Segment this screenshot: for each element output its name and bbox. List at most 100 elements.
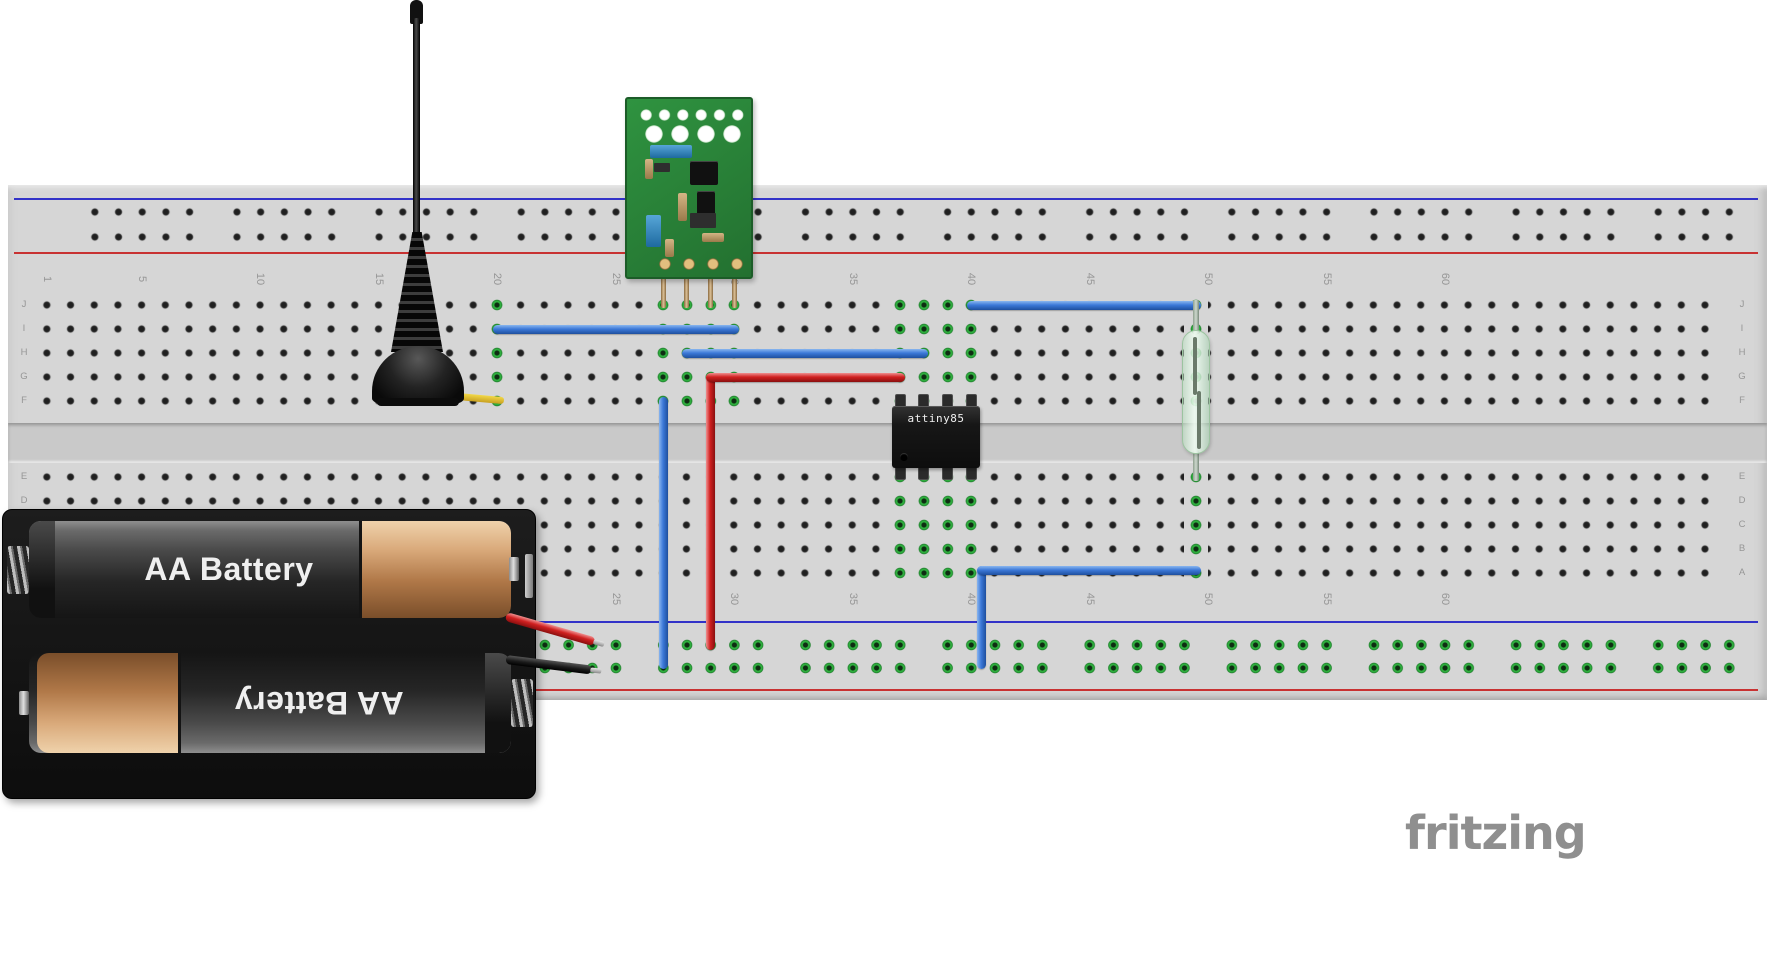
row-letter: A bbox=[1738, 567, 1746, 578]
row-letter: F bbox=[21, 395, 27, 406]
row-letter: D bbox=[20, 495, 28, 506]
row-letter: G bbox=[20, 371, 28, 382]
top-rail-holes-row2 bbox=[83, 231, 1743, 243]
top-rail-blue-line bbox=[14, 198, 1758, 200]
row-letter: I bbox=[1740, 323, 1744, 334]
top-rail-red-line bbox=[14, 252, 1758, 254]
connected-holes-column bbox=[651, 293, 676, 413]
rf-ic bbox=[690, 161, 718, 185]
column-number: 50 bbox=[1202, 272, 1215, 286]
battery-label: AA Battery bbox=[234, 685, 404, 722]
column-number: 20 bbox=[491, 272, 504, 286]
jumper-wire-blue-row-i bbox=[492, 324, 739, 334]
column-number: 30 bbox=[728, 592, 741, 606]
column-number: 15 bbox=[372, 272, 385, 286]
battery-label: AA Battery bbox=[144, 551, 314, 587]
column-number: 1 bbox=[41, 275, 53, 283]
reed-contact-top bbox=[1193, 337, 1197, 395]
column-number: 50 bbox=[1202, 592, 1215, 606]
reed-contact-bottom bbox=[1197, 391, 1201, 449]
row-letter: G bbox=[1738, 371, 1746, 382]
connected-holes-column bbox=[888, 465, 913, 585]
pcb-holes-small bbox=[637, 107, 747, 123]
row-letter: H bbox=[20, 347, 28, 358]
smd-component-1 bbox=[654, 163, 670, 172]
column-number: 25 bbox=[609, 272, 622, 286]
battery-cap-negative bbox=[485, 653, 511, 753]
pcb-solder-pads bbox=[653, 257, 749, 271]
column-number: 35 bbox=[846, 272, 859, 286]
column-number: 25 bbox=[609, 592, 622, 606]
connected-holes-column bbox=[1184, 465, 1208, 585]
column-number: 10 bbox=[254, 272, 267, 286]
battery-aa-bottom: AA Battery bbox=[29, 653, 511, 753]
battery-positive-nub-top bbox=[509, 557, 519, 581]
pcb-holes-large bbox=[641, 124, 745, 144]
center-channel bbox=[8, 423, 1767, 463]
fritzing-watermark: fritzing bbox=[1405, 806, 1587, 860]
row-letter: C bbox=[1738, 519, 1746, 530]
battery-aa-top: AA Battery bbox=[29, 521, 511, 618]
connected-holes-column bbox=[935, 465, 960, 585]
resistor-1 bbox=[645, 159, 653, 179]
column-number: 45 bbox=[1083, 272, 1096, 286]
connected-holes-column bbox=[959, 293, 984, 413]
reed-switch-lead-top bbox=[1193, 300, 1199, 334]
jumper-wire-blue-row-j bbox=[966, 300, 1201, 310]
column-number: 60 bbox=[1439, 592, 1452, 606]
connected-holes-column bbox=[485, 293, 510, 413]
bottom-rail-red-line bbox=[14, 689, 1758, 691]
column-number: 60 bbox=[1439, 272, 1452, 286]
battery-spring-left bbox=[7, 546, 29, 594]
rf-module-pin-2 bbox=[684, 266, 690, 308]
row-letter: D bbox=[1738, 495, 1746, 506]
chip-pin1-marker bbox=[900, 453, 908, 461]
row-letter: I bbox=[22, 323, 26, 334]
resistor-2 bbox=[678, 193, 687, 221]
antenna-rod bbox=[413, 18, 420, 236]
row-letter: J bbox=[21, 299, 27, 310]
row-letter: J bbox=[1739, 299, 1745, 310]
battery-positive-nub-bottom bbox=[19, 691, 29, 715]
column-number: 55 bbox=[1320, 272, 1333, 286]
connected-holes-column bbox=[935, 293, 960, 413]
jumper-wire-red-row-g bbox=[706, 372, 906, 382]
column-number: 35 bbox=[846, 592, 859, 606]
resistor-3 bbox=[665, 239, 674, 257]
reed-switch-lead-bottom bbox=[1193, 450, 1199, 481]
resistor-4 bbox=[702, 233, 724, 242]
chip-label: attiny85 bbox=[907, 412, 965, 425]
rf-transmitter-module bbox=[625, 97, 753, 279]
rf-module-pin-4 bbox=[731, 266, 737, 308]
top-rail-holes-row1 bbox=[83, 206, 1743, 218]
battery-holder: AA Battery AA Battery bbox=[2, 509, 536, 799]
jumper-wire-blue-row-h bbox=[682, 348, 929, 358]
bottom-rail-blue-line bbox=[14, 621, 1758, 623]
row-letter: E bbox=[1738, 471, 1746, 482]
capacitor-blue bbox=[650, 145, 692, 158]
smd-component-2 bbox=[690, 213, 716, 228]
jumper-wire-red-vertical bbox=[706, 372, 716, 650]
connected-holes-column bbox=[912, 465, 936, 585]
attiny85-chip: attiny85 bbox=[892, 406, 980, 468]
column-number: 40 bbox=[965, 272, 978, 286]
battery-tan-section bbox=[359, 521, 511, 618]
rf-module-pin-3 bbox=[708, 266, 714, 308]
capacitor-blue-2 bbox=[646, 215, 661, 247]
column-number: 5 bbox=[135, 275, 148, 283]
jumper-wire-blue-l-vertical bbox=[976, 565, 986, 669]
battery-tan-section bbox=[37, 653, 181, 753]
connected-holes-column bbox=[959, 465, 984, 585]
jumper-wire-blue-l-horizontal bbox=[976, 565, 1201, 575]
battery-contact-plate bbox=[525, 554, 533, 598]
rf-module-pin-1 bbox=[660, 266, 666, 308]
row-letter: H bbox=[1738, 347, 1746, 358]
column-number: 45 bbox=[1083, 592, 1096, 606]
row-letter: F bbox=[1739, 395, 1745, 406]
row-letter: E bbox=[20, 471, 28, 482]
jumper-wire-blue-vertical-1 bbox=[658, 396, 668, 669]
antenna-base-plate bbox=[377, 398, 459, 406]
battery-cap-negative bbox=[29, 521, 55, 618]
row-letter: B bbox=[1738, 543, 1746, 554]
